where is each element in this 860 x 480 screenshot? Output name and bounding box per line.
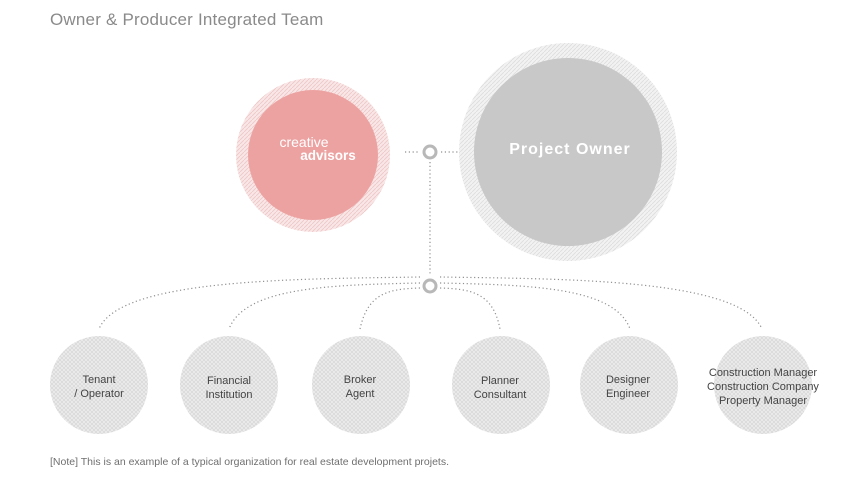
- page-title: Owner & Producer Integrated Team: [50, 10, 324, 29]
- role-line: Agent: [345, 388, 375, 400]
- creative-label: creative: [279, 134, 329, 150]
- advisors-label: advisors: [300, 148, 356, 163]
- role-line: Designer: [605, 374, 651, 386]
- role-financial: Financial Institution: [154, 374, 304, 402]
- role-line: Planner: [481, 375, 519, 387]
- top-junction-node: [422, 144, 438, 160]
- role-line: Construction Company: [707, 381, 819, 393]
- role-circle-broker: [312, 336, 410, 434]
- role-line: Consultant: [473, 389, 527, 401]
- role-line: Institution: [205, 389, 253, 401]
- role-line: / Operator: [74, 388, 124, 400]
- role-planner: Planner Consultant: [425, 374, 575, 402]
- top-connector: [405, 151, 458, 276]
- role-tenant: Tenant / Operator: [24, 373, 174, 401]
- role-construction: Construction Manager Construction Compan…: [688, 366, 838, 408]
- role-broker: Broker Agent: [285, 373, 435, 401]
- bottom-junction-node: [422, 278, 438, 294]
- role-line: Construction Manager: [708, 367, 818, 379]
- role-line: Property Manager: [718, 395, 808, 407]
- role-circle-construction: [714, 336, 812, 434]
- role-circle-financial: [180, 336, 278, 434]
- branch-connectors: [98, 276, 763, 330]
- role-line: Broker: [343, 374, 377, 386]
- role-line: Tenant: [82, 374, 116, 386]
- role-circle-tenant: [50, 336, 148, 434]
- creative-advisors-circle: [236, 78, 390, 232]
- role-designer: Designer Engineer: [553, 373, 703, 401]
- role-line: Financial: [206, 375, 252, 387]
- project-owner-label: Project Owner: [509, 141, 631, 158]
- footnote: [Note] This is an example of a typical o…: [50, 456, 450, 468]
- creative-advisors-label: creative advisors: [250, 135, 390, 163]
- role-circle-planner: [452, 336, 550, 434]
- project-owner-circle: [459, 43, 677, 261]
- role-line: Engineer: [605, 388, 651, 400]
- role-circle-designer: [580, 336, 678, 434]
